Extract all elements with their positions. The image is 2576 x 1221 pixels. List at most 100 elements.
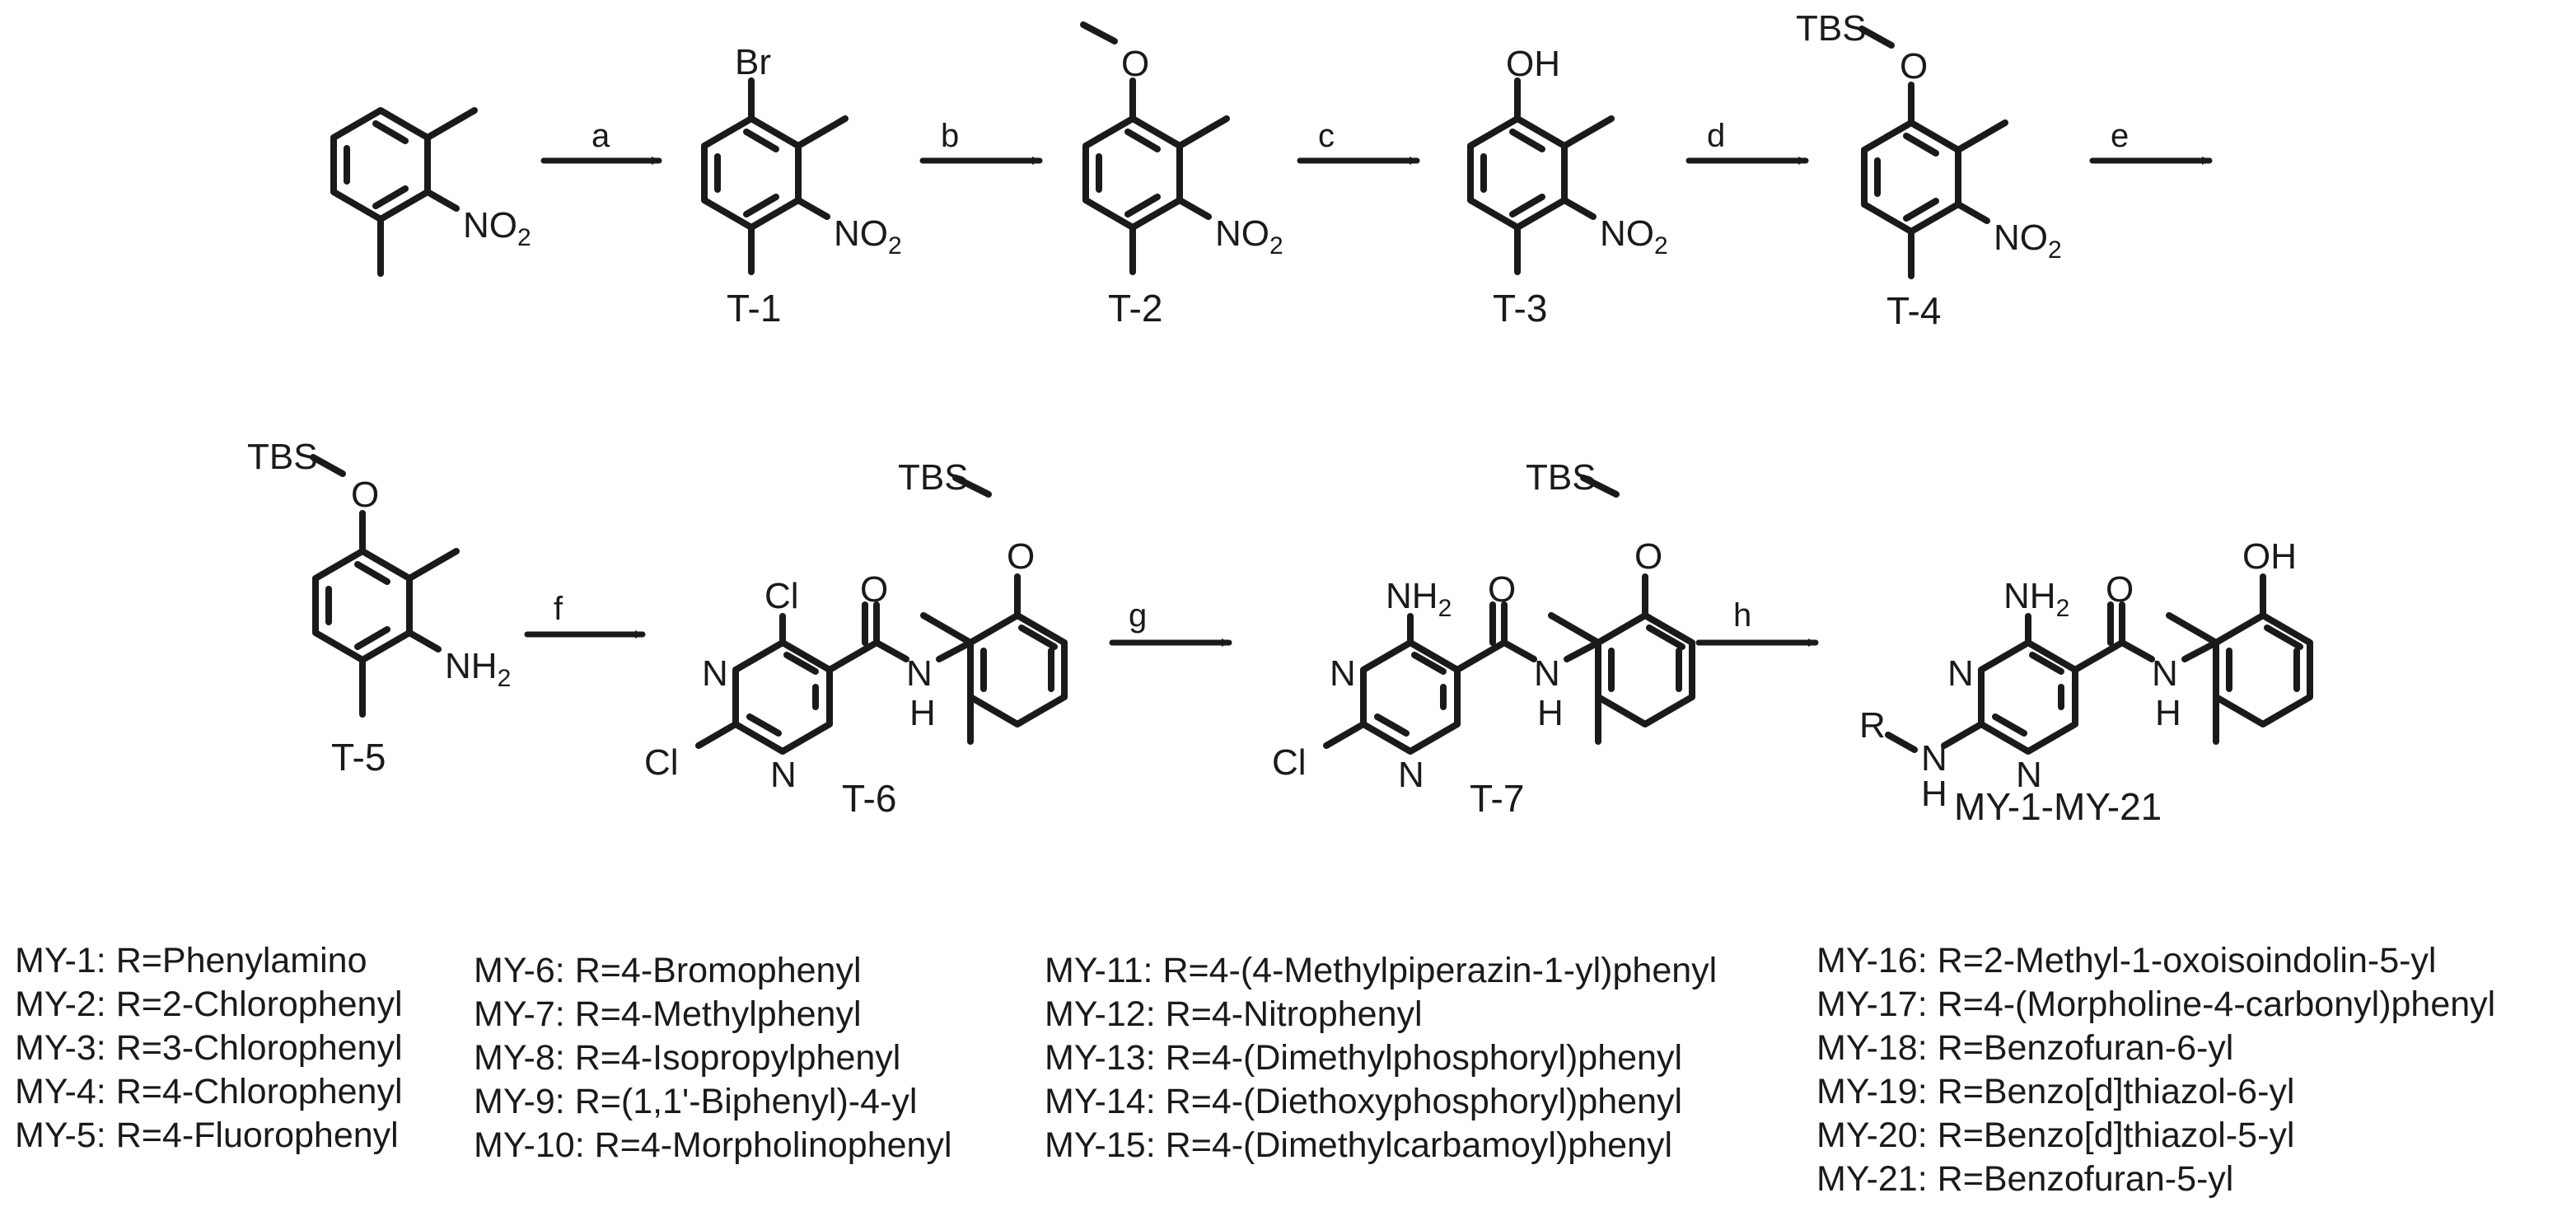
r-group-label: R <box>1859 705 1886 746</box>
reagent-label-d: d <box>1707 118 1725 154</box>
nitro-label: NO2 <box>834 213 902 260</box>
reagent-label-g: g <box>1129 597 1147 634</box>
nitrogen-label: N <box>1947 653 1974 694</box>
structure-t2: O NO2 T-2 <box>1080 21 1283 330</box>
compound-label-final: MY-1-MY-21 <box>1954 785 2162 828</box>
legend-item: MY-1:R=Phenylamino <box>15 941 367 980</box>
bromo-label: Br <box>735 42 771 82</box>
compound-label-t7: T-7 <box>1470 777 1524 820</box>
compound-label-t6: T-6 <box>842 777 896 820</box>
compound-label-t5: T-5 <box>331 736 386 779</box>
legend-column-2: MY-6:R=4-Bromophenyl MY-7:R=4-Methylphen… <box>474 949 952 1167</box>
compound-label-t2: T-2 <box>1108 287 1162 330</box>
legend-item: MY-2:R=2-Chlorophenyl <box>15 985 403 1024</box>
reagent-label-c: c <box>1318 118 1335 154</box>
legend-item: MY-8:R=4-Isopropylphenyl <box>474 1038 901 1078</box>
silyl-label: TBS <box>898 457 969 498</box>
reaction-arrow-c: c <box>1297 118 1420 165</box>
silyl-label: TBS <box>1526 457 1597 498</box>
legend-item: MY-16:R=2-Methyl-1-oxoisoindolin-5-yl <box>1816 941 2437 980</box>
amide-h-label: H <box>1537 693 1564 733</box>
nh-linker-h-label: H <box>1921 774 1947 814</box>
structure-t4: O TBS NO2 T-4 <box>1796 8 2062 332</box>
compound-label-t4: T-4 <box>1886 289 1941 332</box>
reaction-arrow-a: a <box>540 118 662 165</box>
chloro-label: Cl <box>764 576 799 616</box>
nitrogen-label: N <box>1398 755 1424 795</box>
legend-item: MY-18:R=Benzofuran-6-yl <box>1816 1028 2234 1068</box>
legend-item: MY-14:R=4-(Diethoxyphosphoryl)phenyl <box>1045 1082 1683 1121</box>
synthesis-scheme: NO2 a Br NO2 T-1 b O NO2 T-2 c <box>247 8 2313 828</box>
compound-label-t1: T-1 <box>727 287 781 330</box>
legend-item: MY-17:R=4-(Morpholine-4-carbonyl)phenyl <box>1816 985 2496 1024</box>
nitro-label: NO2 <box>1600 213 1668 260</box>
amine-label: NH2 <box>1386 576 1452 622</box>
legend-item: MY-12:R=4-Nitrophenyl <box>1045 994 1423 1034</box>
structure-final-products: NH2 N N N H R O N H OH MY-1-MY-21 <box>1859 536 2313 828</box>
legend-item: MY-7:R=4-Methylphenyl <box>474 994 862 1034</box>
structure-starting-material: NO2 <box>334 107 531 277</box>
nitro-label: NO2 <box>463 205 531 251</box>
legend-item: MY-5:R=4-Fluorophenyl <box>15 1116 399 1155</box>
structure-t1: Br NO2 T-1 <box>704 42 902 330</box>
legend-item: MY-13:R=4-(Dimethylphosphoryl)phenyl <box>1045 1038 1683 1078</box>
structure-t6: Cl N N Cl O N H O TBS T-6 <box>644 457 1068 820</box>
legend-item: MY-20:R=Benzo[d]thiazol-5-yl <box>1816 1116 2295 1155</box>
legend-item: MY-10:R=4-Morpholinophenyl <box>474 1125 952 1165</box>
oxygen-label: O <box>351 475 379 515</box>
reagent-label-a: a <box>591 118 610 154</box>
nitro-label: NO2 <box>1994 218 2062 264</box>
amine-label: NH2 <box>445 646 511 692</box>
legend-item: MY-4:R=4-Chlorophenyl <box>15 1072 403 1111</box>
reaction-arrow-e: e <box>2089 118 2213 165</box>
reagent-label-b: b <box>941 118 959 154</box>
oxygen-label: O <box>1634 536 1662 577</box>
hydroxy-label: OH <box>1506 44 1560 84</box>
nh-linker-n-label: N <box>1921 738 1947 779</box>
reaction-arrow-f: f <box>524 591 646 639</box>
oxygen-label: O <box>2106 569 2134 610</box>
amide-h-label: H <box>909 693 936 733</box>
oxygen-label: O <box>1900 46 1928 87</box>
structure-t5: O TBS NH2 T-5 <box>247 437 511 779</box>
legend-item: MY-19:R=Benzo[d]thiazol-6-yl <box>1816 1072 2295 1111</box>
oxygen-label: O <box>860 569 888 610</box>
nitrogen-label: N <box>1330 653 1356 694</box>
legend-item: MY-21:R=Benzofuran-5-yl <box>1816 1159 2234 1199</box>
legend-column-3: MY-11:R=4-(4-Methylpiperazin-1-yl)phenyl… <box>1045 949 1717 1167</box>
hydroxy-label: OH <box>2242 536 2297 577</box>
oxygen-label: O <box>1007 536 1035 577</box>
legend-item: MY-9:R=(1,1'-Biphenyl)-4-yl <box>474 1082 918 1121</box>
r-group-legend: MY-1:R=Phenylamino MY-2:R=2-Chlorophenyl… <box>0 923 2576 1221</box>
nitrogen-label: N <box>770 755 797 795</box>
nitro-label: NO2 <box>1215 213 1283 260</box>
legend-column-4: MY-16:R=2-Methyl-1-oxoisoindolin-5-yl MY… <box>1816 939 2495 1201</box>
structure-t7: NH2 N N Cl O N H O TBS T-7 <box>1272 457 1695 820</box>
legend-item: MY-15:R=4-(Dimethylcarbamoyl)phenyl <box>1045 1125 1673 1165</box>
chloro-label: Cl <box>1272 742 1307 783</box>
reaction-arrow-b: b <box>919 118 1043 165</box>
oxygen-label: O <box>1488 569 1516 610</box>
reagent-label-e: e <box>2111 118 2129 154</box>
amide-nh-label: N <box>2152 653 2178 694</box>
amide-h-label: H <box>2155 693 2181 733</box>
reaction-arrow-h: h <box>1695 597 1819 647</box>
reaction-arrow-d: d <box>1685 118 1809 165</box>
chloro-label: Cl <box>644 742 679 783</box>
legend-item: MY-3:R=3-Chlorophenyl <box>15 1028 403 1068</box>
reaction-arrow-g: g <box>1109 597 1232 647</box>
compound-label-t3: T-3 <box>1493 287 1547 330</box>
reagent-label-h: h <box>1733 597 1751 634</box>
amide-nh-label: N <box>906 653 933 694</box>
legend-item: MY-6:R=4-Bromophenyl <box>474 951 862 990</box>
nitrogen-label: N <box>2016 755 2042 795</box>
amine-label: NH2 <box>2003 576 2069 622</box>
legend-item: MY-11:R=4-(4-Methylpiperazin-1-yl)phenyl <box>1045 951 1718 990</box>
amide-nh-label: N <box>1534 653 1560 694</box>
silyl-label: TBS <box>247 437 318 477</box>
structure-t3: OH NO2 T-3 <box>1470 44 1668 330</box>
reagent-label-f: f <box>554 591 563 627</box>
silyl-label: TBS <box>1796 8 1867 49</box>
nitrogen-label: N <box>702 653 728 694</box>
